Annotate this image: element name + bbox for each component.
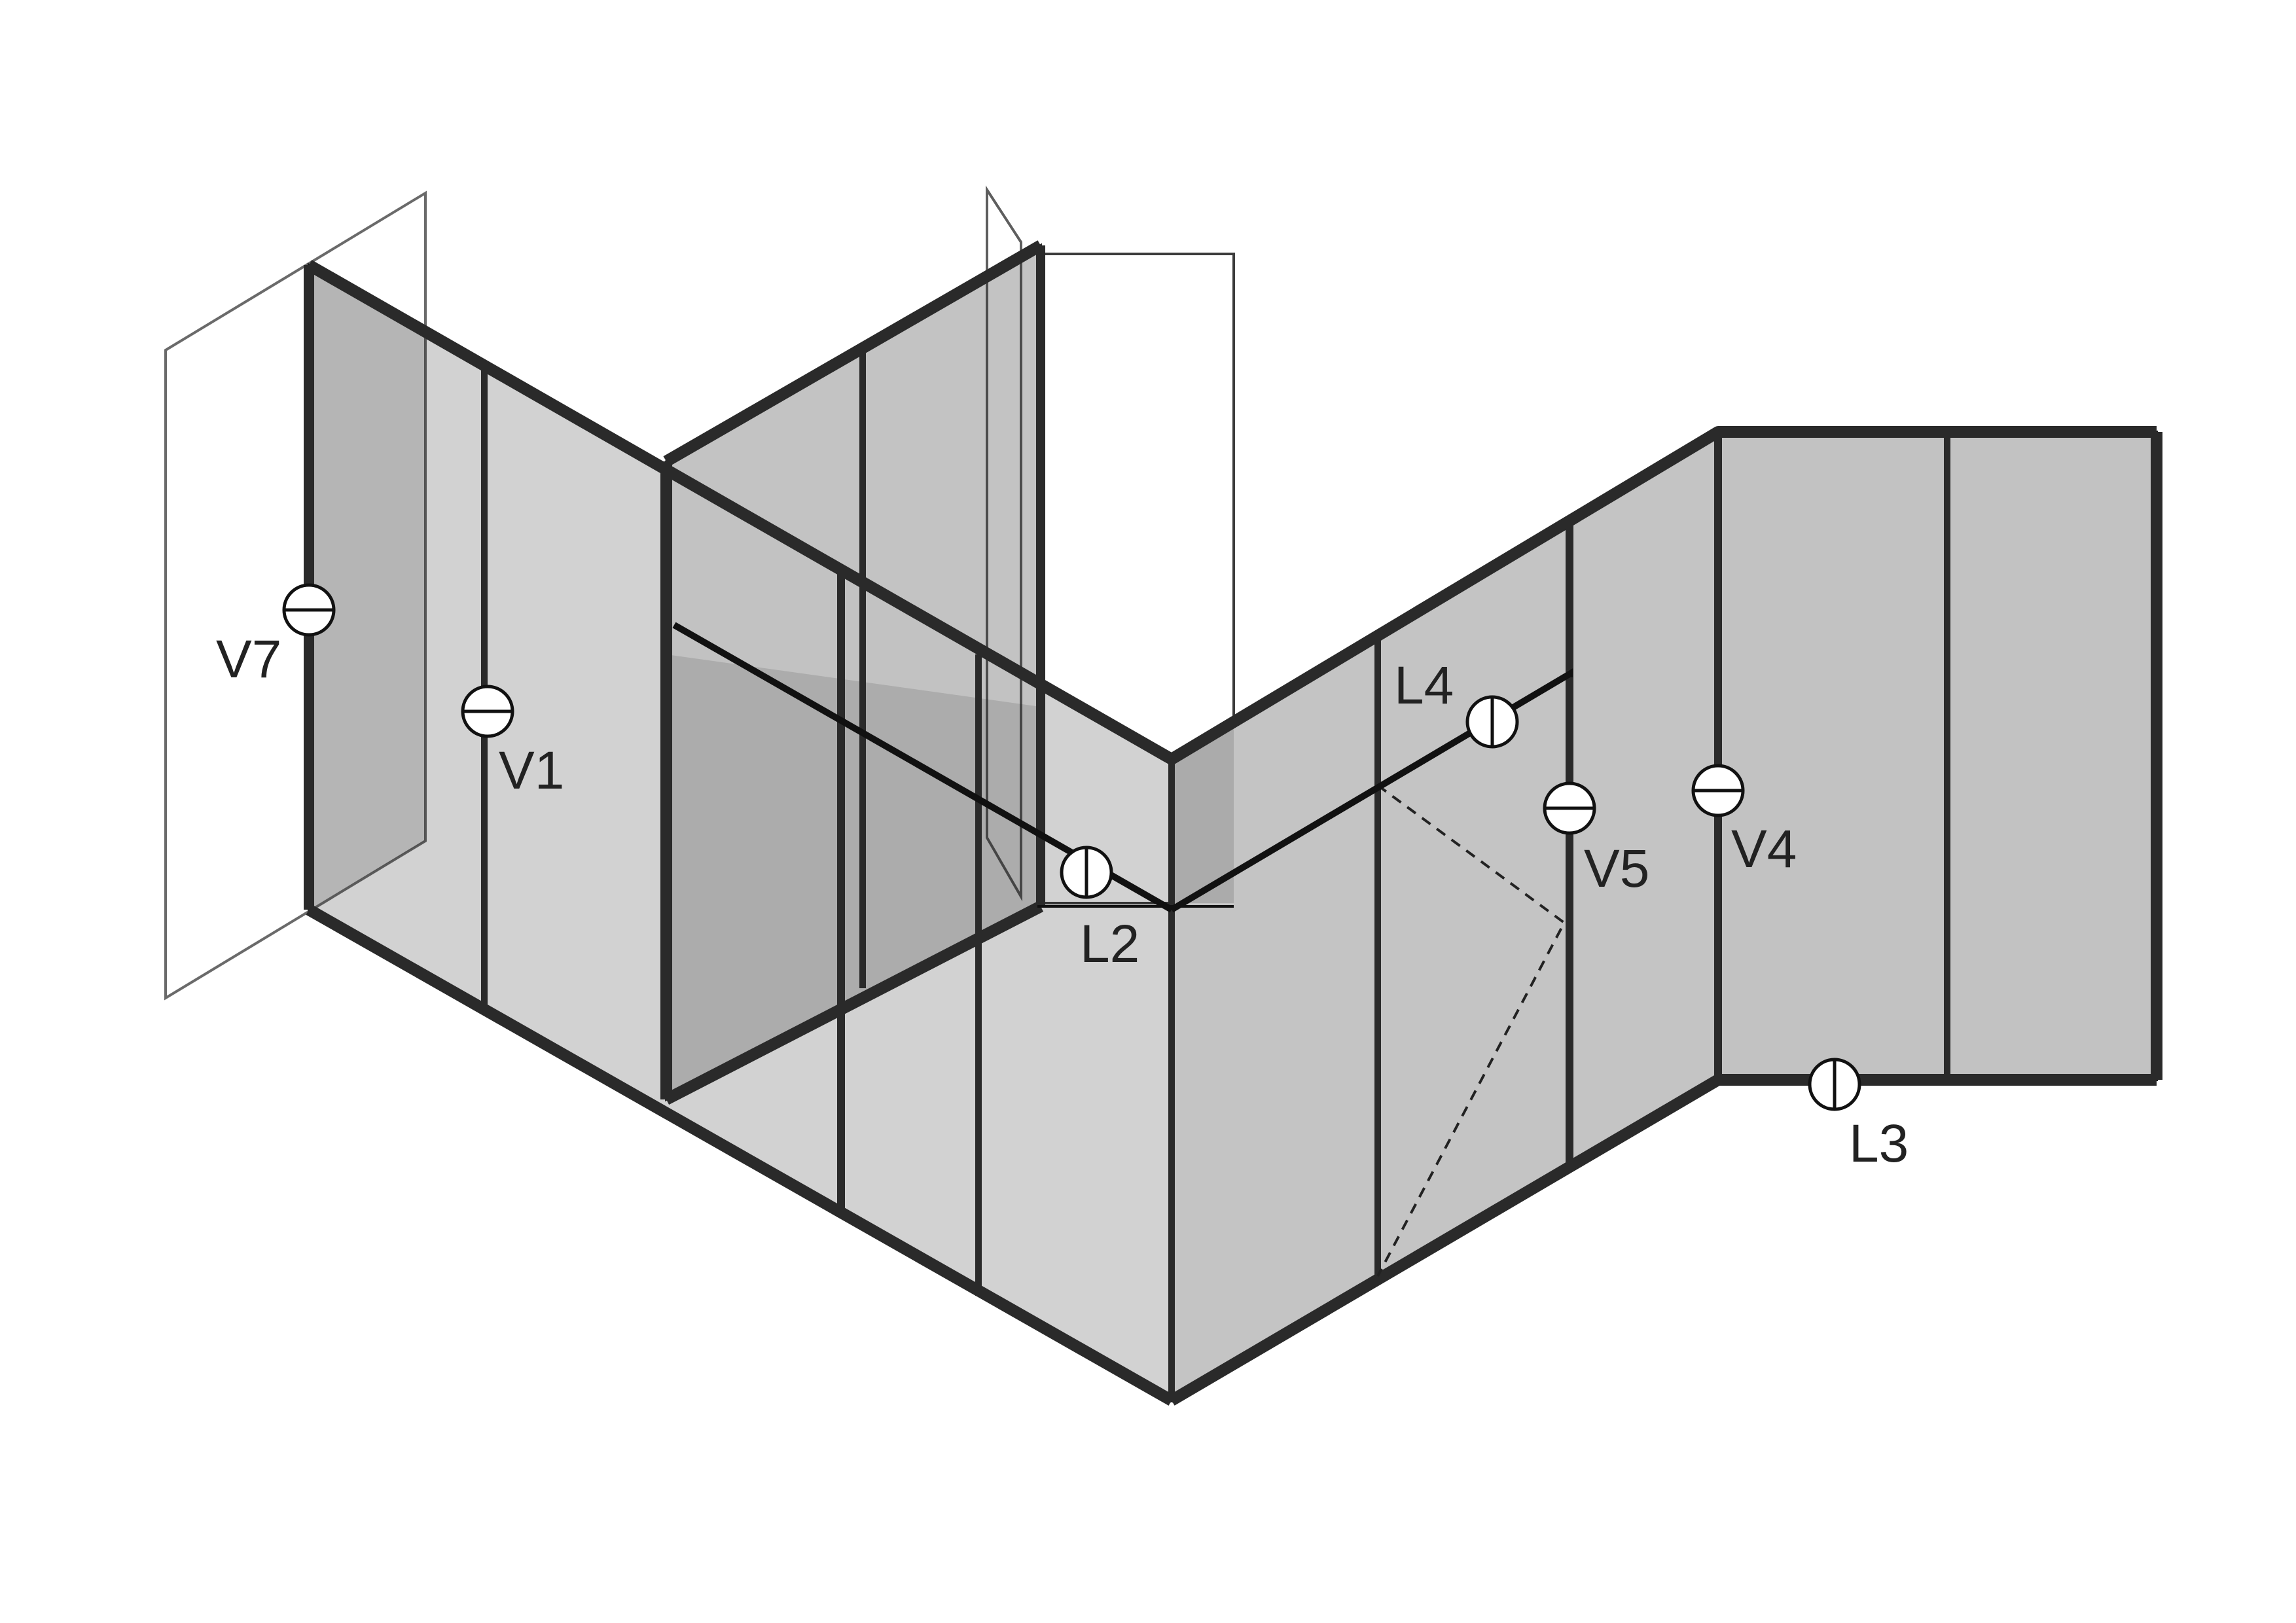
label-v7: V7	[216, 630, 281, 689]
corner-dark-inset	[1172, 723, 1234, 903]
door-swing-lines	[1376, 784, 1566, 1277]
label-l3: L3	[1849, 1114, 1909, 1173]
center-partition-upper	[666, 245, 1041, 707]
v7-plane	[164, 190, 427, 1001]
label-v4: V4	[1731, 819, 1797, 879]
marker-v5	[1543, 781, 1596, 835]
right-diagonal-wall-panel	[1376, 429, 1719, 1279]
far-right-wall-panel	[1717, 431, 2158, 1081]
marker-v1	[461, 685, 514, 738]
rail-line-right	[1170, 668, 1573, 913]
marker-v4	[1691, 764, 1745, 817]
center-edge-plane	[986, 185, 1022, 902]
label-v1: V1	[499, 741, 564, 800]
left-wall-top-frame	[306, 260, 1175, 764]
label-v5: V5	[1584, 839, 1649, 899]
left-wall-shade	[309, 265, 425, 910]
label-l2: L2	[1080, 914, 1139, 974]
marker-l2	[1060, 846, 1113, 899]
label-l4: L4	[1394, 656, 1454, 715]
left-wall-bottom-frame	[306, 904, 1175, 1406]
marker-l3	[1808, 1058, 1861, 1111]
marker-v7	[282, 583, 336, 637]
center-partition-top-frame	[663, 240, 1044, 467]
marker-l4	[1465, 695, 1519, 749]
